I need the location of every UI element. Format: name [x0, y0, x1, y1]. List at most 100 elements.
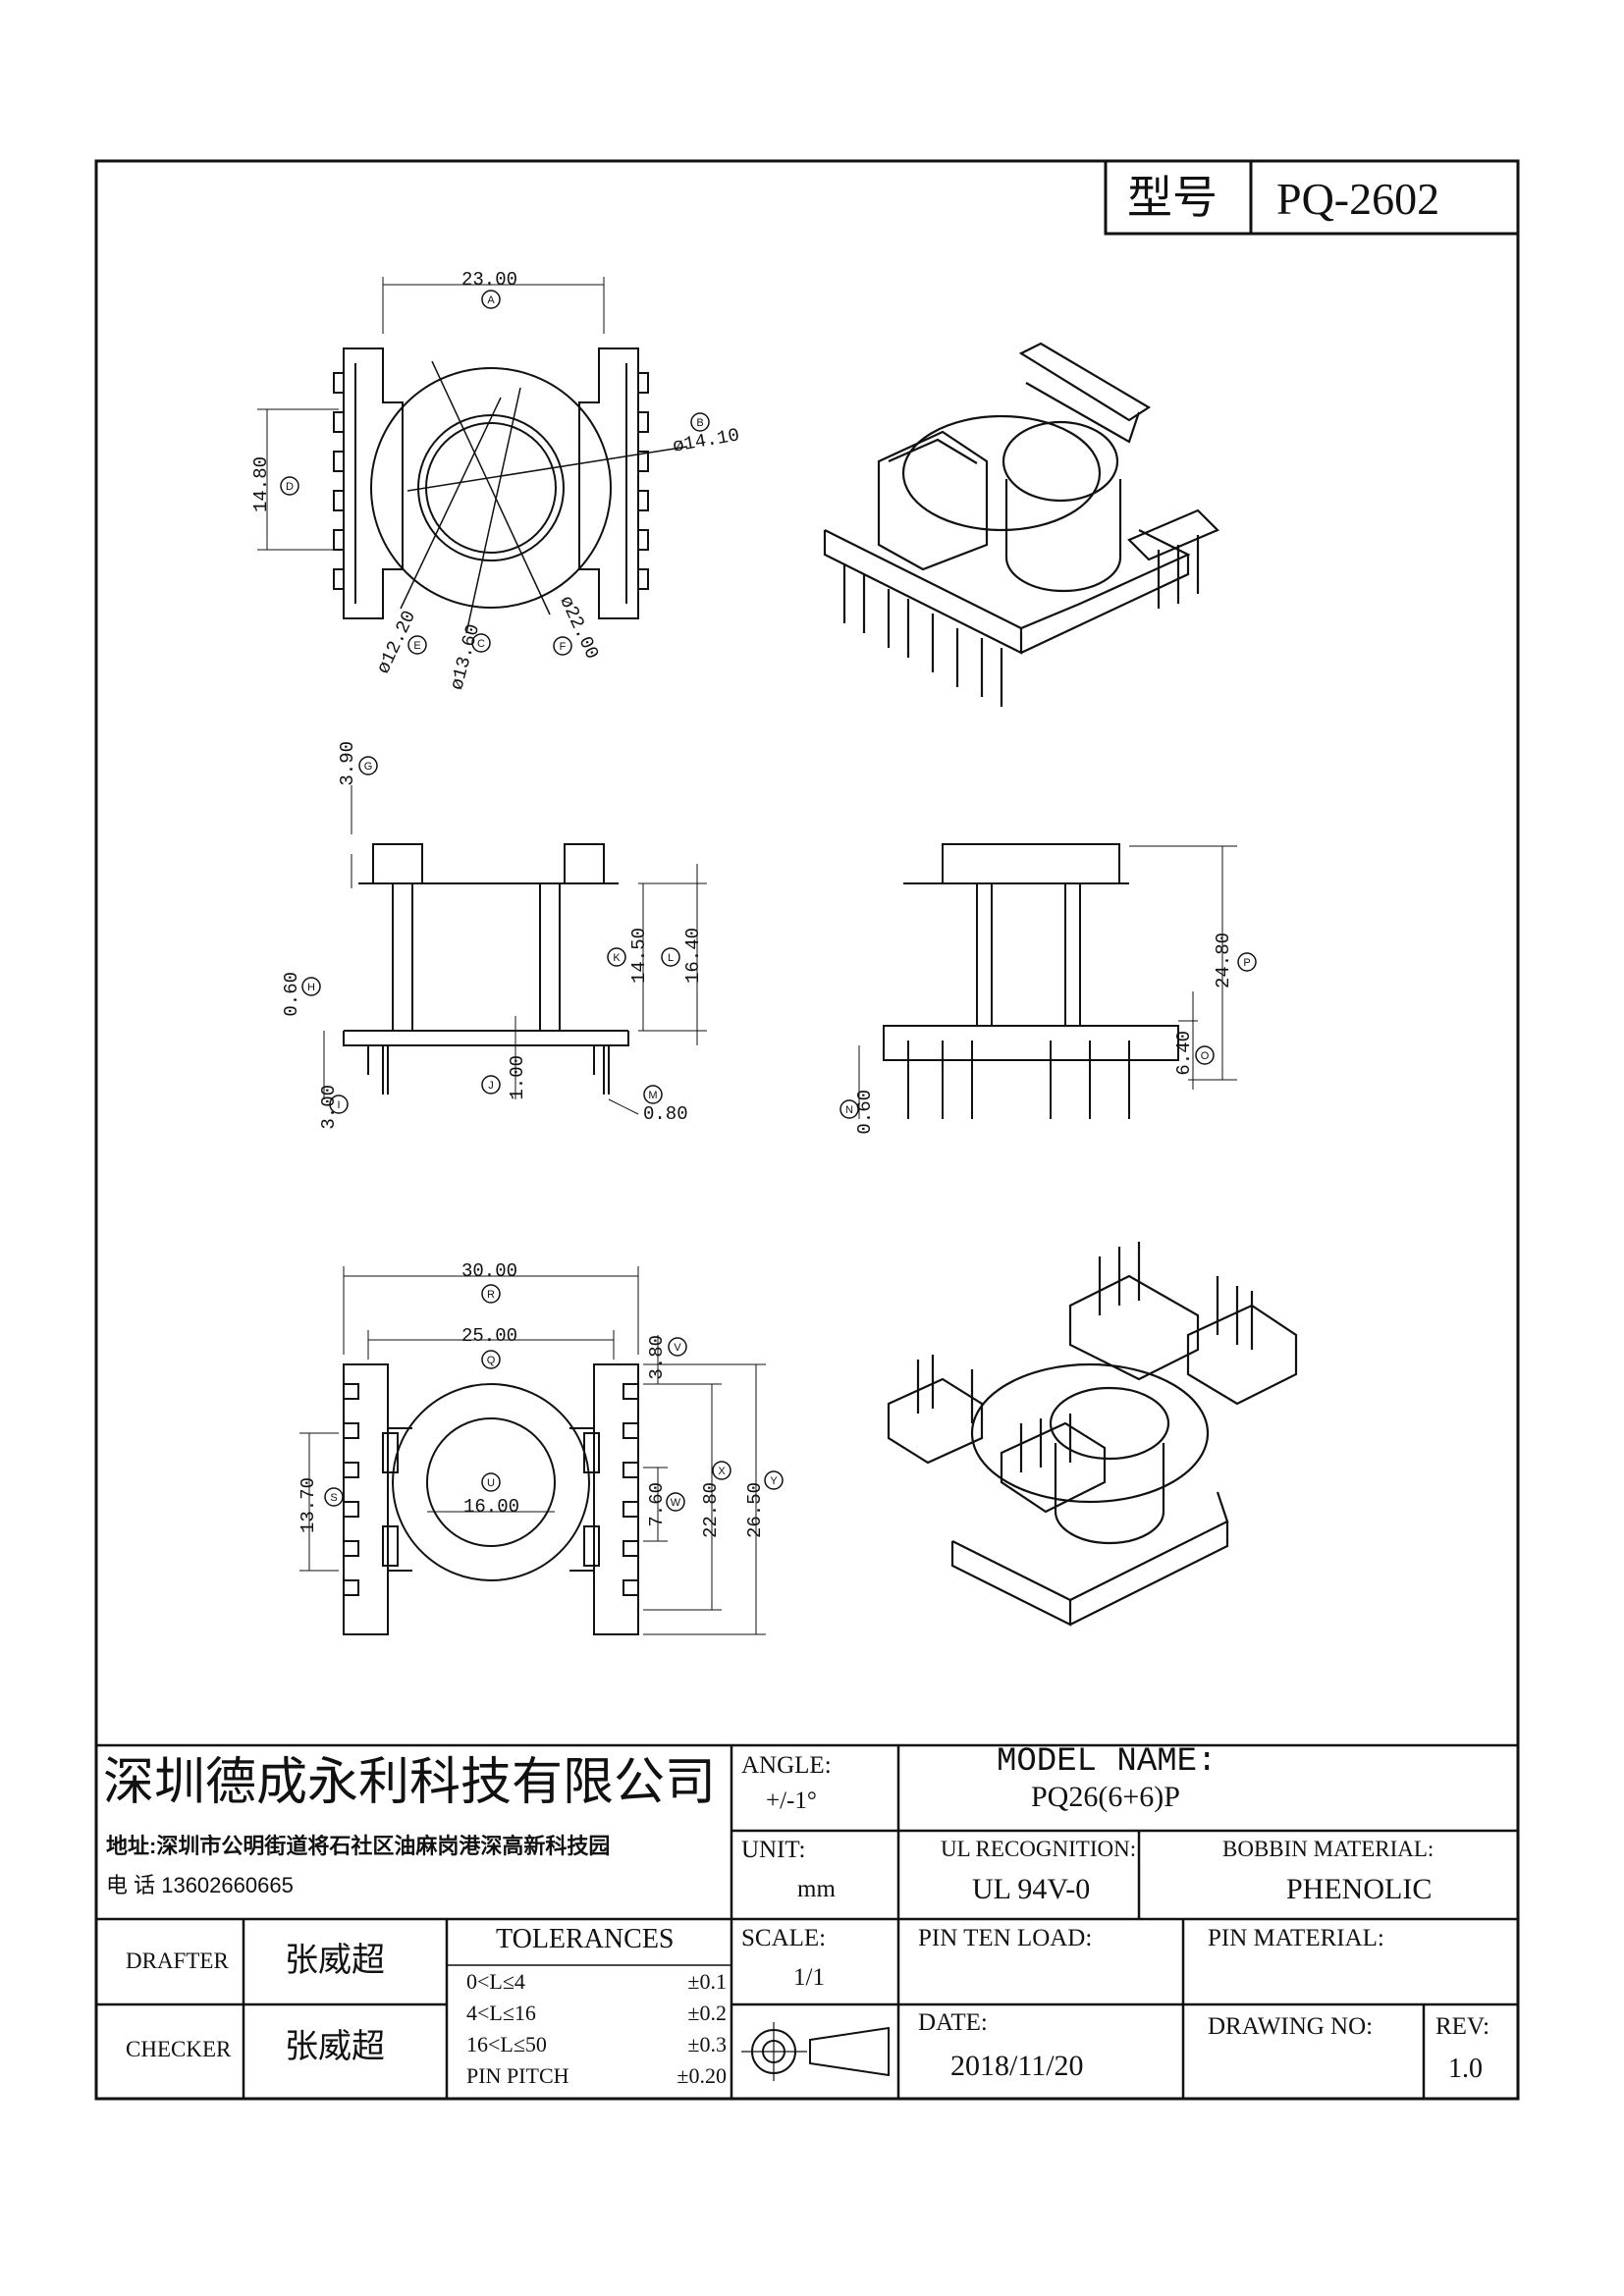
dim-G: 3.90: [337, 741, 358, 786]
tolerance-row: 16<L≤50 ±0.3: [466, 2032, 727, 2063]
bottom-view: [299, 1266, 766, 1635]
dimension-marker-C: C: [471, 633, 491, 653]
tolerance-range: PIN PITCH: [466, 2063, 569, 2088]
tolerance-list: 0<L≤4 ±0.1 4<L≤16 ±0.2 16<L≤50 ±0.3 PIN …: [466, 1969, 727, 2095]
drawing-frame: [94, 159, 1520, 2101]
svg-text:G: G: [364, 761, 373, 773]
side-view: [323, 785, 707, 1115]
dimension-marker-E: E: [407, 635, 427, 655]
date-value: 2018/11/20: [950, 2050, 1084, 2082]
isometric-view-bottom: [887, 1242, 1298, 1627]
dimension-marker-L: L: [661, 947, 680, 967]
dimension-marker-A: A: [481, 290, 501, 309]
dim-M: 0.80: [643, 1103, 688, 1125]
company-address: 地址:深圳市公明街道将石社区油麻岗港深高新科技园: [106, 1834, 611, 1858]
dim-V: 3.80: [646, 1335, 668, 1380]
dimension-marker-S: S: [324, 1487, 344, 1507]
unit-label: UNIT:: [741, 1837, 806, 1863]
top-view: [257, 277, 688, 634]
checker-label: CHECKER: [126, 2037, 232, 2061]
pin-load-label: PIN TEN LOAD:: [918, 1925, 1093, 1951]
dimension-marker-I: I: [329, 1095, 349, 1114]
dim-Y: 26.50: [744, 1482, 766, 1539]
drafter-label: DRAFTER: [126, 1949, 229, 1973]
dim-L: 16.40: [682, 928, 704, 985]
dimension-marker-N: N: [839, 1099, 859, 1119]
rev-value: 1.0: [1448, 2054, 1483, 2084]
dim-U: 16.00: [463, 1496, 520, 1518]
dimension-marker-G: G: [358, 756, 378, 775]
dim-H: 0.60: [281, 972, 302, 1017]
svg-text:M: M: [648, 1090, 657, 1101]
model-box: [1104, 159, 1520, 236]
tolerances-title: TOLERANCES: [496, 1924, 675, 1954]
svg-text:Q: Q: [487, 1355, 496, 1366]
bobbin-value: PHENOLIC: [1286, 1873, 1433, 1905]
bobbin-label: BOBBIN MATERIAL:: [1222, 1837, 1435, 1861]
dimension-marker-M: M: [643, 1085, 663, 1104]
drawing-no-label: DRAWING NO:: [1208, 2013, 1374, 2040]
dimension-marker-V: V: [668, 1337, 687, 1357]
ul-label: UL RECOGNITION:: [941, 1837, 1137, 1861]
tolerance-value: ±0.3: [687, 2032, 727, 2056]
svg-text:S: S: [330, 1492, 337, 1504]
svg-text:D: D: [286, 481, 294, 493]
scale-value: 1/1: [793, 1964, 825, 1991]
projection-symbol: [741, 2022, 890, 2081]
tolerance-range: 16<L≤50: [466, 2032, 547, 2056]
dimension-marker-U: U: [481, 1472, 501, 1492]
dim-P: 24.80: [1213, 933, 1234, 989]
dim-Q: 25.00: [461, 1325, 518, 1347]
svg-text:V: V: [674, 1342, 681, 1354]
svg-text:E: E: [413, 640, 420, 652]
dimension-marker-O: O: [1195, 1045, 1215, 1065]
dim-X: 22.80: [700, 1482, 722, 1539]
svg-text:C: C: [477, 638, 485, 650]
dim-J: 1.00: [507, 1055, 528, 1100]
svg-text:I: I: [337, 1099, 340, 1111]
dimension-marker-D: D: [280, 476, 299, 496]
svg-text:K: K: [613, 952, 621, 964]
svg-text:Y: Y: [770, 1475, 778, 1487]
dimension-marker-X: X: [712, 1461, 731, 1480]
svg-text:U: U: [487, 1477, 495, 1489]
svg-text:H: H: [307, 982, 315, 993]
dimension-marker-J: J: [481, 1075, 501, 1095]
svg-text:P: P: [1243, 957, 1250, 969]
unit-value: mm: [797, 1876, 836, 1902]
dim-O: 6.40: [1173, 1031, 1195, 1076]
ul-value: UL 94V-0: [972, 1873, 1091, 1905]
company-name: 深圳德成永利科技有限公司: [103, 1754, 717, 1811]
tolerance-value: ±0.1: [687, 1969, 727, 1994]
svg-text:N: N: [845, 1104, 853, 1116]
svg-text:O: O: [1201, 1050, 1210, 1062]
dimension-marker-R: R: [481, 1284, 501, 1304]
svg-text:R: R: [487, 1289, 495, 1301]
dim-K: 14.50: [628, 928, 650, 985]
company-phone: 电 话 13602660665: [106, 1873, 294, 1897]
dimension-marker-H: H: [301, 977, 321, 996]
drafter-value: 张威超: [285, 1942, 385, 1979]
svg-text:F: F: [560, 641, 567, 653]
svg-text:J: J: [488, 1080, 494, 1092]
dimension-marker-Y: Y: [764, 1470, 784, 1490]
dimension-marker-P: P: [1237, 952, 1257, 972]
pin-material-label: PIN MATERIAL:: [1208, 1925, 1384, 1951]
dimension-marker-W: W: [666, 1492, 685, 1512]
svg-text:X: X: [718, 1466, 726, 1477]
dimension-markers: A B C D E F G H I J K L M N O P Q R S U V W X Y: [280, 290, 1257, 1512]
model-name-label: MODEL NAME:: [997, 1743, 1218, 1781]
dimension-marker-K: K: [607, 947, 626, 967]
checker-value: 张威超: [285, 2028, 385, 2065]
angle-label: ANGLE:: [741, 1752, 832, 1779]
dim-D: 14.80: [250, 456, 272, 513]
scale-label: SCALE:: [741, 1925, 827, 1951]
dim-N: 0.60: [854, 1090, 876, 1135]
svg-text:B: B: [696, 417, 703, 429]
tolerance-row: 4<L≤16 ±0.2: [466, 2001, 727, 2032]
svg-text:A: A: [487, 294, 495, 306]
dim-S: 13.70: [298, 1477, 319, 1534]
dim-I: 3.00: [318, 1085, 340, 1130]
tolerance-range: 4<L≤16: [466, 2001, 536, 2025]
title-block: [96, 1743, 1518, 2099]
